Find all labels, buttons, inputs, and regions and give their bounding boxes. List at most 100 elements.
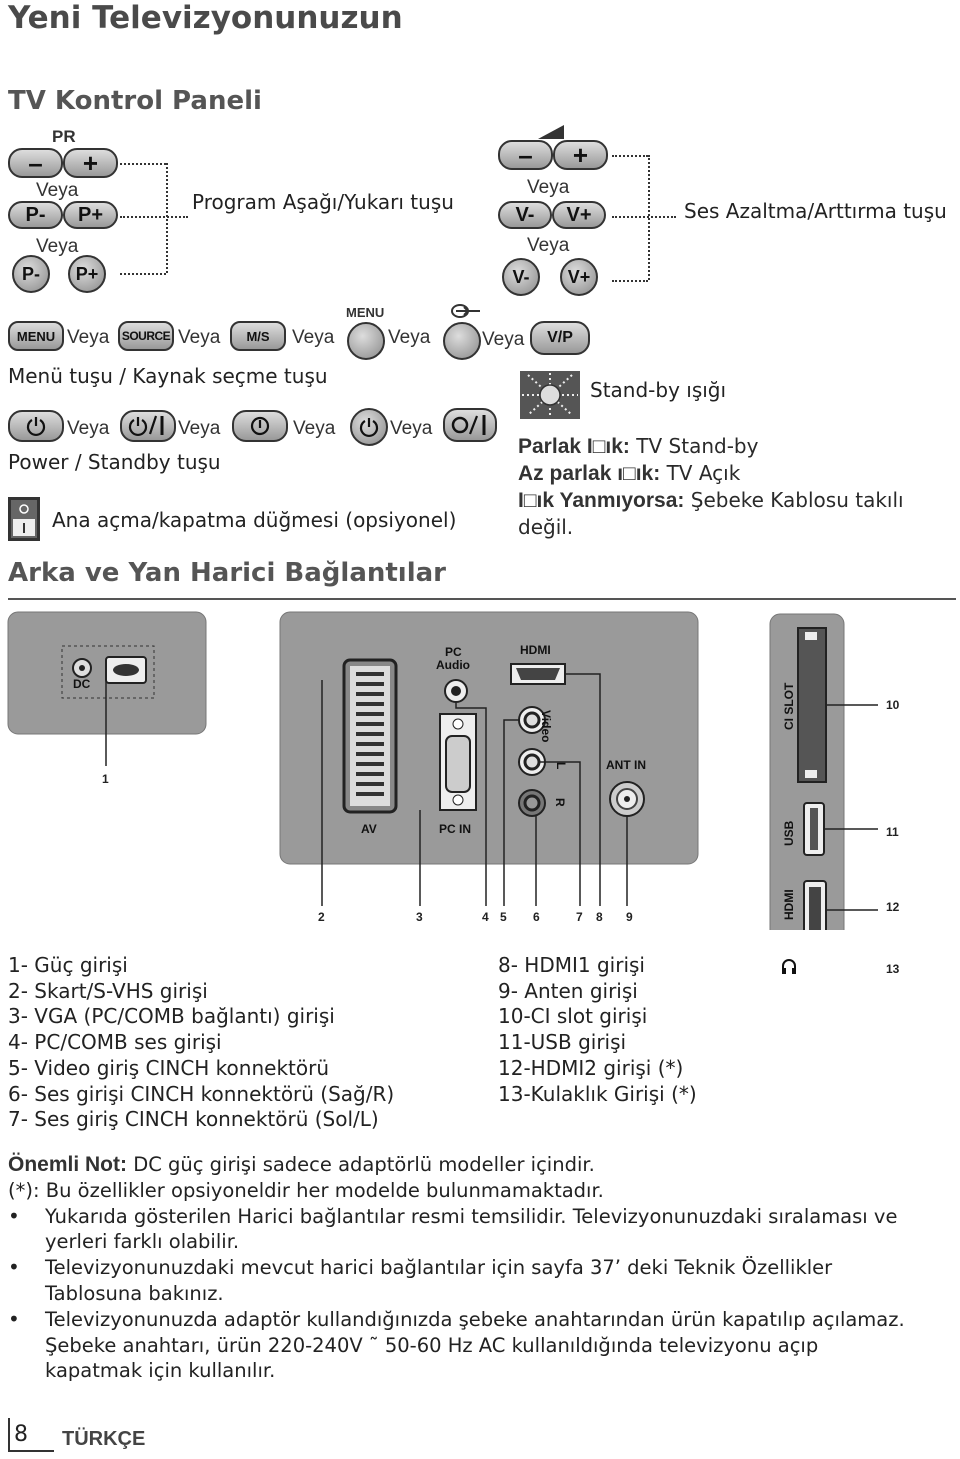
program-label: Program Aşağı/Yukarı tuşu [192,190,454,214]
bullet-text: Yukarıda gösterilen Harici bağlantılar r… [45,1204,898,1228]
pr-minus-button[interactable]: – [8,148,63,178]
bullet-item: • Televizyonunuzdaki mevcut harici bağla… [8,1255,953,1307]
v-minus-button[interactable]: V- [498,201,552,229]
light-state-key: Az parlak ı□ık: [518,462,661,485]
legend-item: 9- Anten girişi [498,978,638,1003]
power-label: Power / Standby tuşu [8,450,221,474]
veya-text: Veya [36,180,79,201]
bullet-text: Şebeke anahtarı, ürün 220-240V ˜ 50-60 H… [45,1333,819,1357]
notes: Önemli Not: DC güç girişi sadece adaptör… [8,1152,953,1384]
pc-in-label: PC IN [439,822,472,836]
power-button-4[interactable] [443,408,497,442]
hdmi-label: HDMI [520,643,551,657]
source-round-button[interactable] [443,322,481,360]
veya-text: Veya [67,327,110,348]
power-icon [359,418,379,438]
power-button-2[interactable] [120,410,176,442]
callout-number: 2 [318,910,325,924]
v-plus-button[interactable]: V+ [552,201,606,229]
footer-language: TÜRKÇE [62,1428,146,1450]
main-switch-label: Ana açma/kapatma düğmesi (opsiyonel) [52,508,457,532]
p-minus-round-button[interactable]: P- [12,255,50,293]
v-minus-round-button[interactable]: V- [502,258,540,296]
input-source-icon [451,304,480,318]
volume-label: Ses Azaltma/Arttırma tuşu [684,199,947,223]
menu-round-button[interactable] [347,322,385,360]
rear-panel-diagram [7,611,878,930]
vol-plus-button[interactable]: + [553,140,608,170]
av-label: AV [361,822,377,836]
callout-number: 1 [102,772,109,786]
legend-item: 4- PC/COMB ses girişi [8,1030,222,1055]
legend-item: 3- VGA (PC/COMB bağlantı) girişi [8,1004,335,1029]
ci-slot-label: CI SLOT [782,682,796,730]
leader-line [120,216,188,218]
veya-text: Veya [36,236,79,257]
light-state-key: Parlak I□ık: [518,435,630,458]
menu-caption: MENU [346,305,385,320]
leader-line [166,163,168,273]
pc-audio-label: PC [445,645,462,659]
power-button-3[interactable] [232,410,288,442]
callout-number: 9 [626,910,633,924]
bullet-text: Televizyonunuzdaki mevcut harici bağlant… [45,1256,833,1280]
bullet-icon: • [8,1203,20,1228]
vol-minus-button[interactable]: – [498,140,553,170]
veya-text: Veya [293,418,336,439]
leader-line [648,155,650,280]
standby-light-icon [520,371,580,419]
important-note: Önemli Not: DC güç girişi sadece adaptör… [8,1152,953,1178]
callout-number: 12 [886,900,900,914]
pr-plus-button[interactable]: + [63,148,118,178]
dc-label: DC [73,677,91,691]
power-button-1[interactable] [8,410,64,442]
bullet-item: • Yukarıda gösterilen Harici bağlantılar… [8,1204,953,1256]
callout-number: 6 [533,910,540,924]
hdmi2-label: HDMI [782,889,796,920]
legend-item: 11-USB girişi [498,1030,627,1055]
r-label: R [553,798,567,807]
callout-number: 13 [886,962,900,976]
light-state-key: I□ık Yanmıyorsa: [518,489,685,512]
section-title-control-panel: TV Kontrol Paneli [8,86,262,116]
l-label: L [554,762,568,770]
bullet-icon: • [8,1255,20,1280]
legend-item: 8- HDMI1 girişi [498,953,645,977]
callout-number: 8 [596,910,603,924]
main-switch-icon [8,497,40,541]
p-minus-button[interactable]: P- [8,201,63,229]
legend-right: 8- HDMI1 girişi 9- Anten girişi 10-CI sl… [498,953,697,1107]
bullet-item: • Televizyonunuzda adaptör kullandığınız… [8,1307,953,1384]
power-round-button[interactable] [350,408,388,446]
legend-item: 1- Güç girişi [8,953,128,977]
pc-audio-label: Audio [436,658,470,672]
p-plus-button[interactable]: P+ [63,201,118,229]
menu-button[interactable]: MENU [8,321,64,351]
leader-line [120,163,166,165]
pr-label: PR [52,127,76,146]
veya-text: Veya [178,327,221,348]
legend-item: 13-Kulaklık Girişi (*) [498,1081,697,1106]
source-button[interactable]: SOURCE [118,321,174,351]
bullet-text: yerleri farklı olabilir. [45,1230,240,1254]
important-note-key: Önemli Not: [8,1153,127,1176]
light-state-cont: değil. [518,515,574,539]
legend-left: 1- Güç girişi 2- Skart/S-VHS girişi 3- V… [8,953,394,1133]
callout-number: 4 [482,910,489,924]
v-plus-round-button[interactable]: V+ [560,258,598,296]
veya-text: Veya [67,418,110,439]
legend-item: 10-CI slot girişi [498,1004,648,1029]
power-icon [26,417,46,437]
ms-button[interactable]: M/S [230,321,286,351]
power-toggle-icon [250,416,270,436]
vp-button[interactable]: V/P [530,321,590,355]
bullet-text: Tablosuna bakınız. [45,1281,224,1305]
p-plus-round-button[interactable]: P+ [68,255,106,293]
callout-number: 10 [886,698,900,712]
legend-item: 7- Ses giriş CINCH konnektörü (Sol/L) [8,1107,379,1132]
section-title-connections: Arka ve Yan Harici Bağlantılar [8,558,446,588]
legend-item: 2- Skart/S-VHS girişi [8,978,208,1003]
veya-text: Veya [527,235,570,256]
bullet-text: Televizyonunuzda adaptör kullandığınızda… [45,1307,905,1331]
important-note-text: DC güç girişi sadece adaptörlü modeller … [127,1153,595,1176]
